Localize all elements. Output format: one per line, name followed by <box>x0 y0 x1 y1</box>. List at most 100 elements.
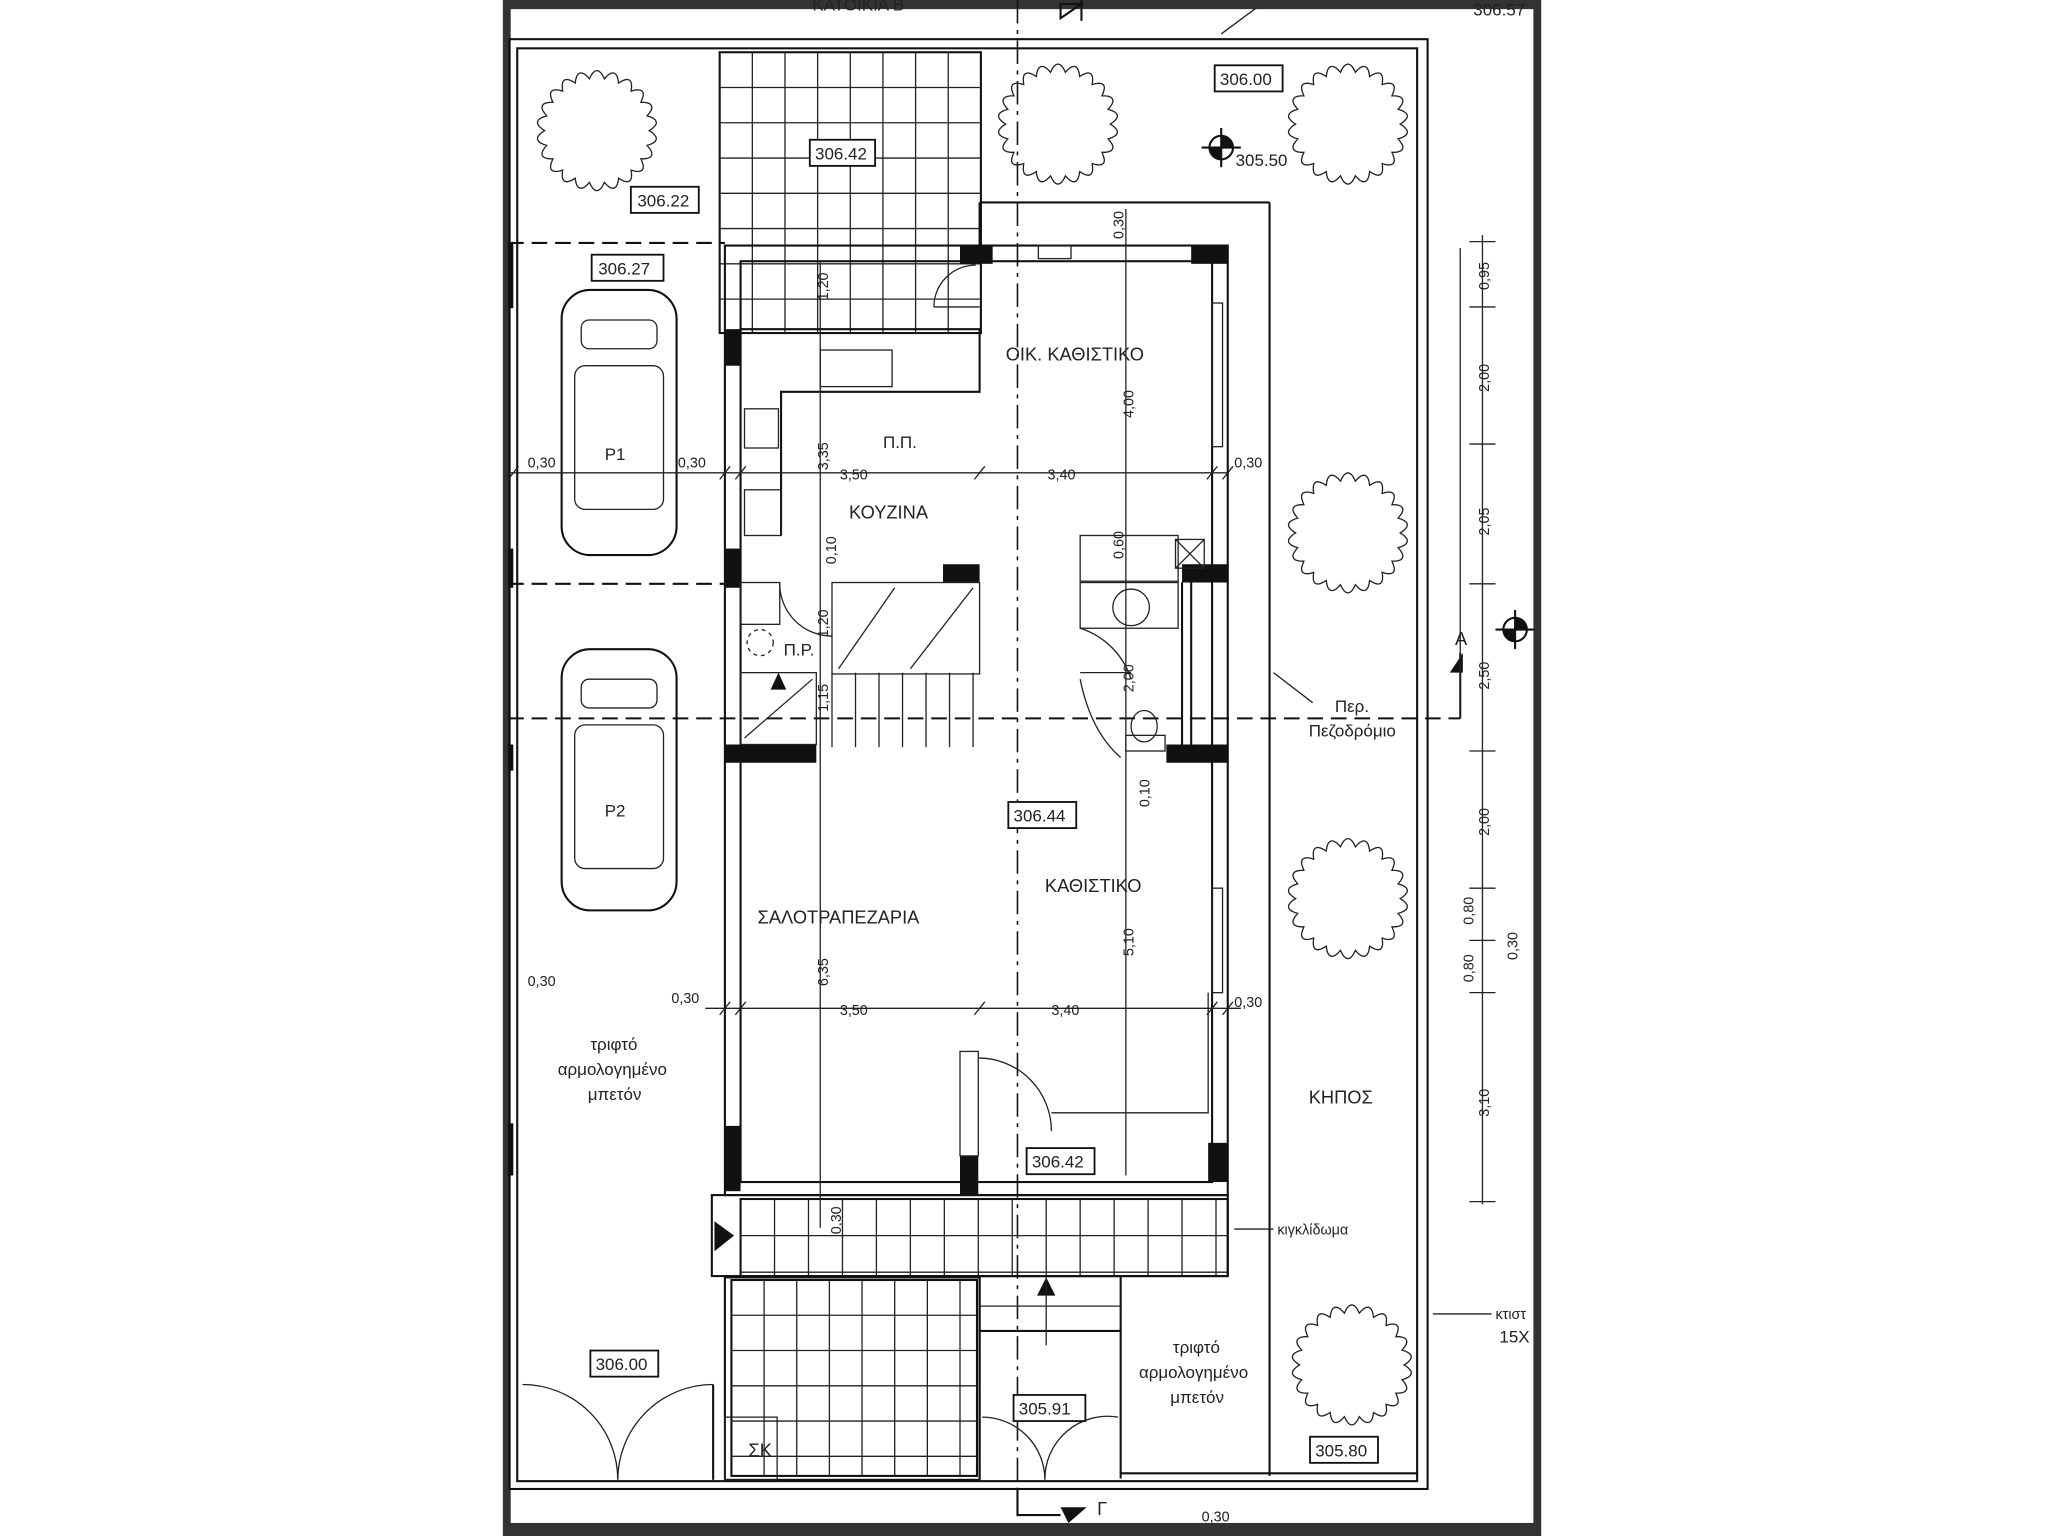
tile-border <box>739 1197 1229 1278</box>
section-line-g <box>1016 1488 1061 1517</box>
viewer-frame-left <box>502 0 511 1536</box>
room-label-dining: ΣΑΛΟΤΡΑΠΕΖΑΡΙΑ <box>758 906 921 927</box>
dim-label: 0,30 <box>1202 1510 1230 1526</box>
note-built: κτιστ <box>1496 1307 1527 1323</box>
tree-icon <box>536 69 657 192</box>
dim-tick <box>973 1001 986 1016</box>
dim-label: 2,50 <box>1477 662 1493 690</box>
dim-tick <box>734 1001 747 1016</box>
svg-text:306.00: 306.00 <box>1220 70 1272 89</box>
viewer-frame-right <box>1533 0 1542 1536</box>
dim-label: 0,30 <box>671 991 699 1007</box>
car-p2: P2 <box>560 648 678 912</box>
svg-text:306.42: 306.42 <box>1032 1153 1084 1172</box>
dim-label: 2,05 <box>1477 508 1493 536</box>
dim-label: 5,10 <box>1122 928 1138 956</box>
dim-label: 0,30 <box>528 456 556 472</box>
dim-label: 3,40 <box>1051 1003 1079 1019</box>
dim-label: 1,20 <box>816 272 832 300</box>
dim-label: 0,30 <box>1506 932 1522 960</box>
elevation-tag: 306.44 <box>1007 801 1078 829</box>
tile-paving-top <box>718 51 982 335</box>
elevation-tag: 306.42 <box>808 138 877 167</box>
dim-tick <box>1222 1001 1234 1016</box>
note-concrete: αρμολογημένο <box>1139 1363 1248 1382</box>
dim-label: 0,60 <box>1111 531 1127 559</box>
dim-label: 3,50 <box>840 1003 868 1019</box>
dim-label: 0,30 <box>1234 456 1262 472</box>
elevation-tag: 305.80 <box>1309 1435 1379 1464</box>
note-built: 15Χ <box>1499 1328 1529 1347</box>
dim-tick <box>719 465 731 480</box>
dim-label: 2,00 <box>1477 364 1493 392</box>
elevation-point: 305.50 <box>1236 151 1288 170</box>
elevation-tag: 306.22 <box>629 185 700 214</box>
dim-tick <box>1222 465 1234 480</box>
dim-label: 0,80 <box>1461 897 1477 925</box>
dim-tick <box>734 465 747 480</box>
elevation-tag: 306.00 <box>589 1349 660 1378</box>
elevation-tag: 305.91 <box>1012 1394 1087 1422</box>
tile-border <box>730 1278 979 1477</box>
dim-label: 4,00 <box>1122 390 1138 418</box>
survey-point-icon <box>1495 609 1535 650</box>
dim-tick <box>973 465 986 480</box>
dim-label: 3,50 <box>840 467 868 483</box>
stair-arrow <box>770 672 787 690</box>
tile-paving-terrace <box>730 1278 979 1477</box>
svg-text:306.22: 306.22 <box>637 191 689 210</box>
dim-label: 1,20 <box>816 609 832 637</box>
elevation-tag: 306.27 <box>590 253 665 282</box>
svg-text:306.44: 306.44 <box>1014 807 1066 826</box>
room-label-storage: ΣΚ <box>748 1439 771 1460</box>
top-right-elevation: 306.57 <box>1473 1 1525 20</box>
room-label-kitchen: ΚΟΥΖΙΝΑ <box>849 502 929 523</box>
label-pp: Π.Π. <box>883 433 917 452</box>
section-a-label: A <box>1455 628 1468 649</box>
svg-text:305.80: 305.80 <box>1315 1441 1367 1460</box>
section-marker-top <box>1059 0 1085 21</box>
tree-icon <box>997 63 1119 185</box>
note-railing: κιγκλίδωμα <box>1277 1222 1348 1238</box>
room-label-family-living: ΟΙΚ. ΚΑΘΙΣΤΙΚΟ <box>1006 343 1144 364</box>
note-pavement: Περ. <box>1335 697 1369 716</box>
dim-label: 0,30 <box>528 974 556 990</box>
survey-point-icon <box>1201 127 1241 168</box>
note-concrete: μπετόν <box>588 1085 642 1104</box>
dim-label: 0,30 <box>1234 995 1262 1011</box>
note-concrete: τριφτό <box>1173 1338 1220 1357</box>
top-label: ΚΑΤΟΙΚΙΑ Β <box>812 0 904 14</box>
dim-label: 0,30 <box>678 456 706 472</box>
dim-label: 3,40 <box>1048 467 1076 483</box>
house-walls <box>508 201 1461 1481</box>
note-concrete: αρμολογημένο <box>558 1060 667 1079</box>
viewer-frame-bottom <box>508 1522 1540 1536</box>
dim-label: 6,35 <box>816 958 832 986</box>
dim-label: 0,80 <box>1461 954 1477 982</box>
tree-icon <box>1291 1304 1412 1426</box>
elevation-tag: 306.42 <box>1025 1147 1096 1176</box>
car-p1: P1 <box>560 288 678 557</box>
elevation-tag: 306.00 <box>1213 64 1284 93</box>
tile-paving-front <box>739 1197 1229 1278</box>
note-pavement: Πεζοδρόμιο <box>1309 722 1396 741</box>
dim-tick <box>1206 1001 1218 1016</box>
tree-icon <box>1287 472 1409 594</box>
parking-label-p1: P1 <box>605 445 626 464</box>
note-concrete: μπετόν <box>1170 1388 1224 1407</box>
dim-label: 0,10 <box>1137 779 1153 807</box>
dim-label: 0,30 <box>1111 211 1127 239</box>
dim-tick <box>1206 465 1218 480</box>
dim-tick <box>507 465 520 480</box>
svg-text:306.00: 306.00 <box>596 1355 648 1374</box>
dim-label: 1,15 <box>816 684 832 712</box>
viewer-frame-top <box>508 0 1540 10</box>
dim-label: 3,10 <box>1477 1089 1493 1117</box>
dim-label: 0,95 <box>1477 262 1493 290</box>
dim-label: 2,00 <box>1477 808 1493 836</box>
svg-text:306.42: 306.42 <box>815 144 867 163</box>
section-g-label: Γ <box>1097 1498 1107 1519</box>
tree-icon <box>1287 63 1409 185</box>
entrance-arrow <box>714 1221 735 1252</box>
